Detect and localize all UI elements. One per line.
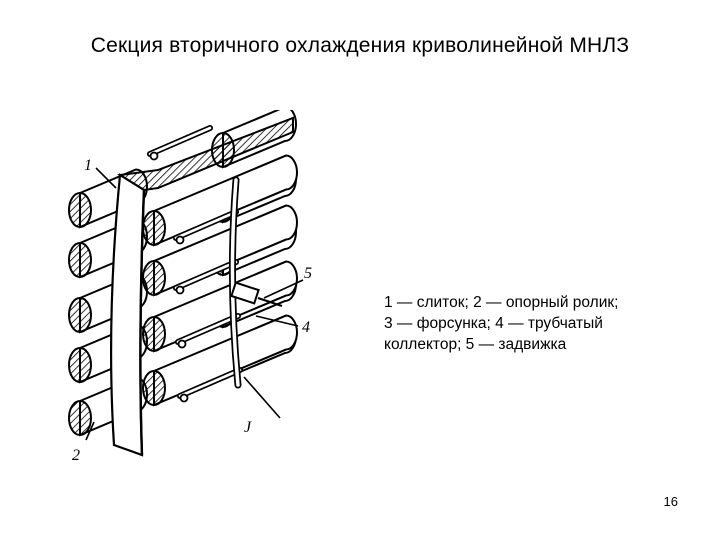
support-roller: [142, 154, 298, 247]
support-roller: [142, 204, 298, 297]
label-valve: 5: [304, 265, 312, 282]
caption-line: 3 — форсунка; 4 — трубчатый: [384, 315, 603, 332]
label-collector: 4: [302, 319, 310, 336]
support-roller: [142, 260, 298, 353]
support-rollers-front: [142, 154, 298, 407]
figure-caption: 1 — слиток; 2 — опорный ролик; 3 — форсу…: [384, 292, 684, 355]
nozzle: [147, 125, 213, 161]
nozzle: [173, 209, 239, 245]
nozzles: [147, 125, 243, 403]
slide-title: Секция вторичного охлаждения криволинейн…: [90, 34, 630, 57]
valve: [230, 281, 283, 307]
label-ingot: 1: [84, 157, 92, 174]
ingot-slab: [109, 116, 294, 457]
support-roller: [142, 314, 298, 407]
nozzle: [177, 367, 243, 403]
nozzle: [175, 313, 241, 349]
page-number: 16: [663, 494, 678, 509]
cooling-section-drawing: 1 2 J 4 5: [68, 110, 312, 464]
tubular-collector: [228, 176, 242, 389]
caption-line: коллектор; 5 — задвижка: [384, 336, 567, 353]
label-nozzle: J: [244, 419, 252, 436]
caption-line: 1 — слиток; 2 — опорный ролик;: [384, 294, 619, 311]
nozzle: [173, 259, 239, 295]
label-roller: 2: [72, 447, 80, 464]
